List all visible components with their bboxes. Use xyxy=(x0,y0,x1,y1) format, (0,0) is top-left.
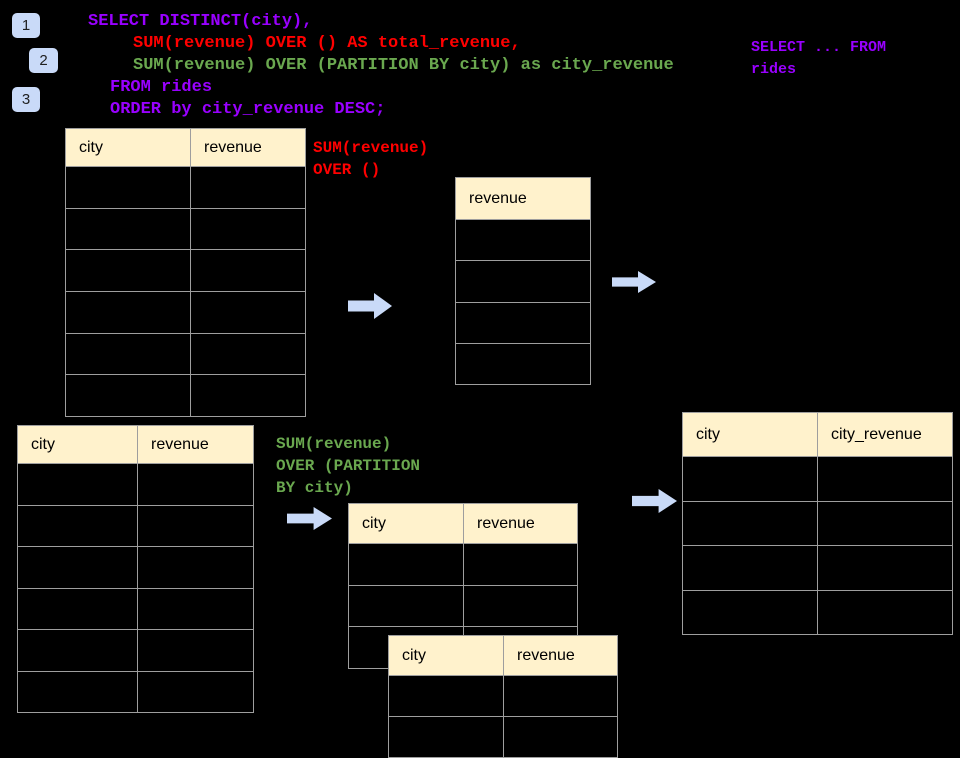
table-cell-empty xyxy=(349,585,464,628)
table-cell-empty xyxy=(456,261,591,303)
column-header-revenue: revenue xyxy=(504,636,618,676)
table-partition-overlay: city revenue xyxy=(388,635,618,758)
table-cell-empty xyxy=(191,208,306,251)
column-header-revenue: revenue xyxy=(191,129,306,167)
table-cell-empty xyxy=(66,208,191,251)
table-cell-empty xyxy=(191,333,306,376)
table-cell-empty xyxy=(504,717,618,758)
table-cell-empty xyxy=(138,505,254,547)
table-source-top: city revenue xyxy=(65,128,306,418)
table-cell-empty xyxy=(18,547,138,589)
table-cell-empty xyxy=(138,464,254,506)
side-note-line-2: rides xyxy=(751,61,797,78)
annotation-partition-line-2: OVER (PARTITION xyxy=(276,457,421,475)
annotation-partition-line-3: BY city) xyxy=(276,479,353,497)
column-header-revenue: revenue xyxy=(456,178,591,220)
table-cell-empty xyxy=(464,544,578,586)
table-cell-empty xyxy=(456,220,591,262)
table-cell-empty xyxy=(66,292,191,334)
table-cell-empty xyxy=(818,590,953,635)
column-header-city: city xyxy=(18,426,138,464)
table-cell-empty xyxy=(191,375,306,418)
column-header-city: city xyxy=(349,504,464,544)
table-cell-empty xyxy=(138,588,254,630)
table-cell-empty xyxy=(683,457,818,502)
table-cell-empty xyxy=(389,676,504,717)
column-header-revenue: revenue xyxy=(138,426,254,464)
table-cell-empty xyxy=(191,167,306,209)
table-cell-empty xyxy=(18,588,138,630)
sql-line-from: FROM rides xyxy=(110,78,213,97)
table-cell-empty xyxy=(464,585,578,628)
step-badge-1: 1 xyxy=(12,13,40,38)
flow-arrow-right-icon xyxy=(612,271,656,293)
annotation-partition-line-1: SUM(revenue) xyxy=(276,435,392,453)
flow-arrow-right-icon xyxy=(348,293,392,319)
table-cell-empty xyxy=(18,464,138,506)
table-cell-empty xyxy=(389,717,504,758)
table-cell-empty xyxy=(18,671,138,713)
table-total-result: revenue xyxy=(455,177,591,386)
step-badge-2: 2 xyxy=(29,48,58,73)
table-cell-empty xyxy=(138,547,254,589)
table-cell-empty xyxy=(683,546,818,591)
annotation-total-line-1: SUM(revenue) xyxy=(313,139,429,157)
table-cell-empty xyxy=(191,250,306,293)
table-cell-empty xyxy=(349,544,464,586)
table-cell-empty xyxy=(18,630,138,672)
side-note-line-1: SELECT ... FROM xyxy=(751,39,887,56)
sql-line-sum-over: SUM(revenue) OVER () AS total_revenue, xyxy=(133,34,521,53)
table-cell-empty xyxy=(66,375,191,418)
step-badge-3: 3 xyxy=(12,87,40,112)
table-cell-empty xyxy=(66,250,191,293)
table-cell-empty xyxy=(683,590,818,635)
annotation-total-line-2: OVER () xyxy=(313,161,381,179)
column-header-city: city xyxy=(683,413,818,457)
table-cell-empty xyxy=(66,333,191,376)
table-city-revenue-result: city city_revenue xyxy=(682,412,953,635)
sql-line-sum-partition: SUM(revenue) OVER (PARTITION BY city) as… xyxy=(133,56,674,75)
sql-line-order-by: ORDER by city_revenue DESC; xyxy=(110,100,386,119)
table-cell-empty xyxy=(191,292,306,334)
column-header-city: city xyxy=(389,636,504,676)
table-cell-empty xyxy=(504,676,618,717)
column-header-city: city xyxy=(66,129,191,167)
table-cell-empty xyxy=(818,457,953,502)
column-header-revenue: revenue xyxy=(464,504,578,544)
table-cell-empty xyxy=(66,167,191,209)
flow-arrow-right-icon xyxy=(287,507,332,530)
sql-line-select: SELECT DISTINCT(city), xyxy=(88,12,313,31)
table-cell-empty xyxy=(138,671,254,713)
table-cell-empty xyxy=(456,302,591,344)
slide-canvas: 1 2 3 SELECT DISTINCT(city), SUM(revenue… xyxy=(12,12,953,758)
table-cell-empty xyxy=(138,630,254,672)
table-source-bottom: city revenue xyxy=(17,425,254,713)
table-cell-empty xyxy=(818,501,953,546)
table-cell-empty xyxy=(456,343,591,386)
table-cell-empty xyxy=(818,546,953,591)
column-header-city-revenue: city_revenue xyxy=(818,413,953,457)
flow-arrow-right-icon xyxy=(632,489,677,513)
table-cell-empty xyxy=(18,505,138,547)
table-cell-empty xyxy=(683,501,818,546)
